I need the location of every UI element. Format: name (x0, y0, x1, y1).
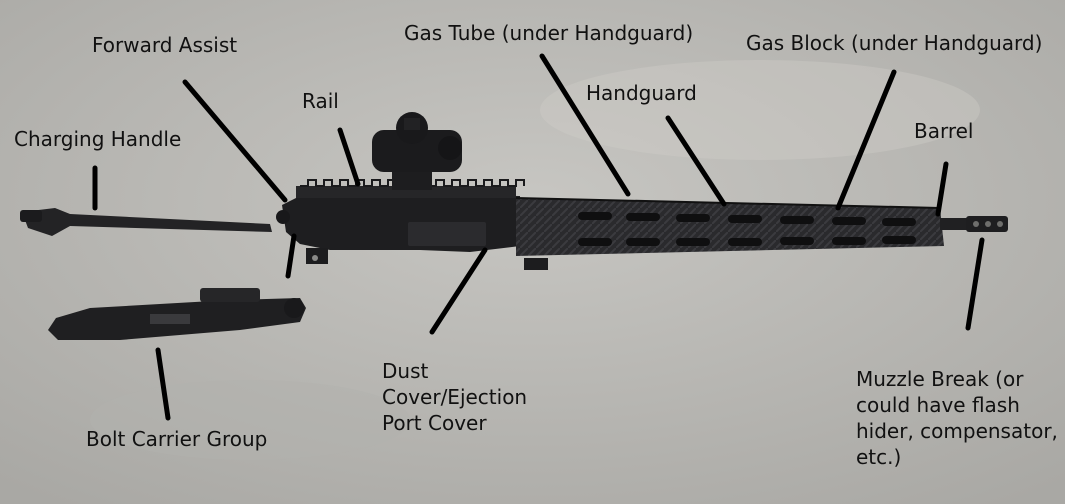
bolt-carrier-group (48, 288, 306, 340)
barrel (940, 218, 974, 230)
handguard (515, 197, 944, 270)
upper-receiver (276, 179, 525, 264)
muzzle-device (966, 216, 1008, 232)
label-bolt-carrier-group: Bolt Carrier Group (86, 427, 268, 451)
leader-line-rail (337, 127, 361, 187)
leader-line-muzzle-break (965, 237, 985, 331)
leader-line-bcg-bracket (285, 233, 297, 279)
label-dust-cover: Dust Cover/Ejection Port Cover (382, 359, 528, 435)
label-charging-handle: Charging Handle (14, 127, 182, 151)
leader-line-barrel (935, 161, 949, 217)
leader-line-bolt-carrier-group (155, 347, 171, 421)
leader-line-dust-cover (429, 247, 488, 335)
label-rail: Rail (302, 89, 339, 113)
charging-handle (20, 208, 272, 236)
leader-line-forward-assist (182, 79, 288, 203)
leader-line-gas-tube (539, 53, 631, 197)
label-handguard: Handguard (586, 81, 697, 105)
label-forward-assist: Forward Assist (92, 33, 238, 57)
label-muzzle-break: Muzzle Break (or could have flash hider,… (856, 367, 1058, 469)
leader-lines (92, 53, 985, 421)
leader-line-gas-block (835, 69, 897, 211)
label-barrel: Barrel (914, 119, 974, 143)
red-dot-optic (372, 112, 462, 190)
label-gas-tube: Gas Tube (under Handguard) (404, 21, 694, 45)
label-gas-block: Gas Block (under Handguard) (746, 31, 1043, 55)
leader-line-handguard (665, 115, 727, 207)
